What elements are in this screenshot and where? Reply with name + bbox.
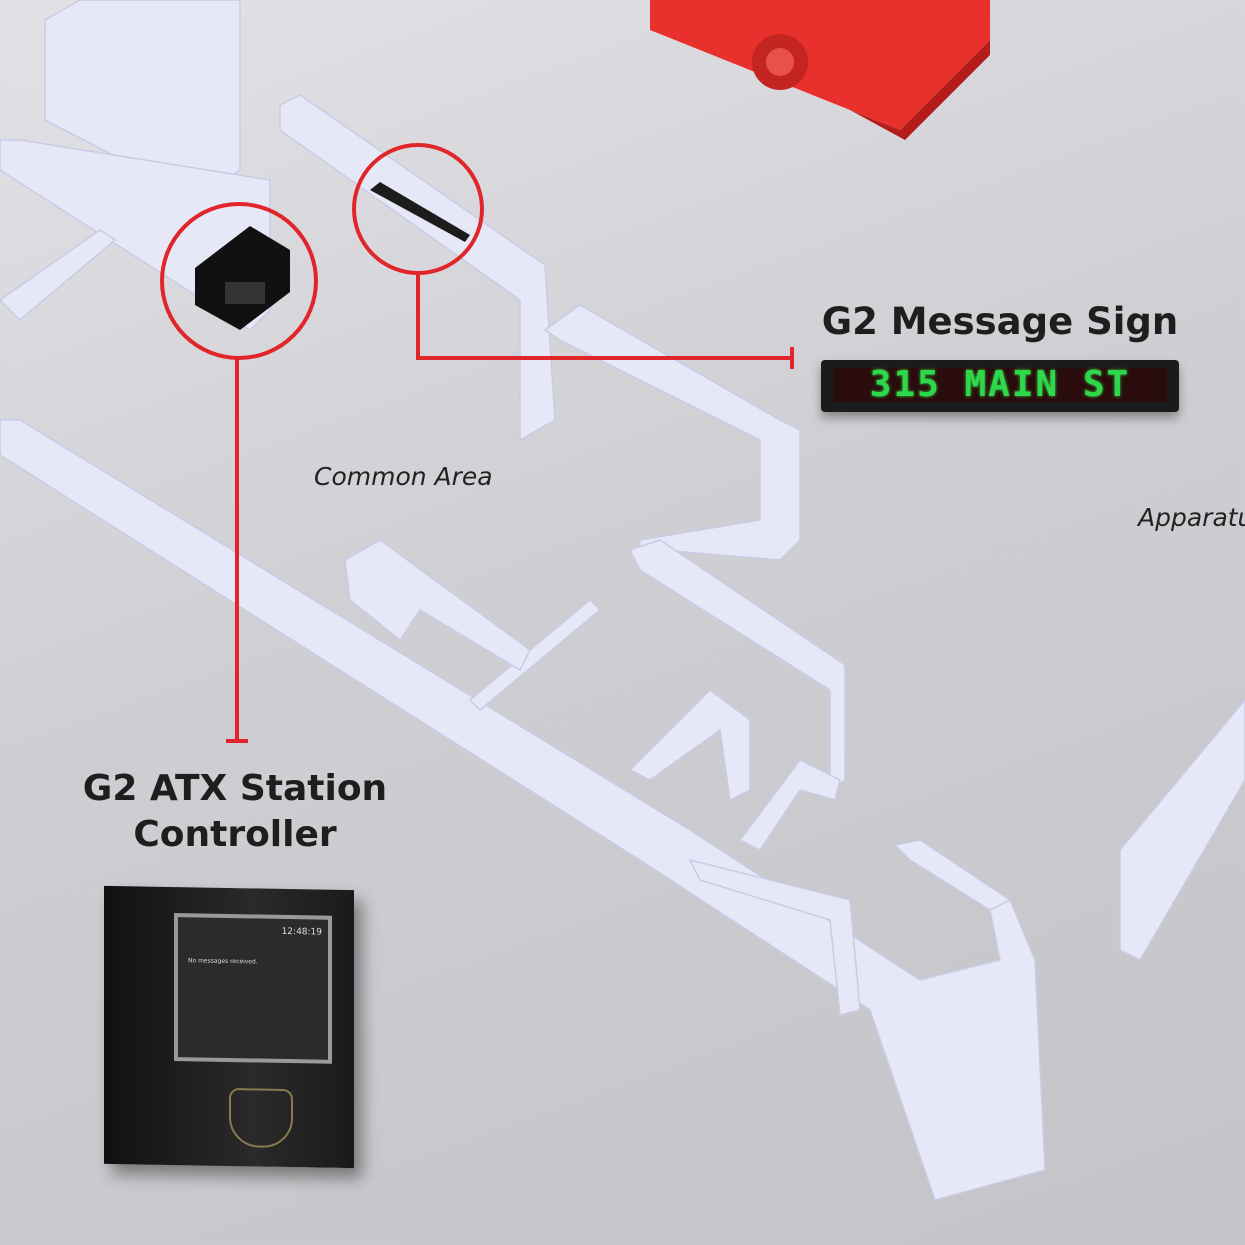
- label-line-1: G2 ATX Station: [82, 768, 388, 809]
- station-controller-label: G2 ATX Station Controller: [60, 766, 410, 858]
- phoenix-logo-icon: [229, 1088, 293, 1149]
- controller-message: No messages received.: [188, 957, 258, 966]
- station-controller-unit: 12:48:19 No messages received.: [104, 885, 354, 1169]
- room-label-common-area: Common Area: [314, 462, 493, 491]
- controller-touchscreen: 12:48:19 No messages received.: [174, 913, 332, 1064]
- walls: [0, 0, 1245, 1201]
- sign-in-scene: [370, 182, 470, 242]
- controller-time: 12:48:19: [281, 926, 322, 938]
- label-line-2: Controller: [133, 814, 337, 855]
- fire-truck: [650, 0, 990, 140]
- room-label-apparatus: Apparatu: [1138, 503, 1245, 532]
- callout-lines: [160, 143, 794, 743]
- message-sign: 315 MAIN ST: [821, 360, 1179, 412]
- message-sign-label: G2 Message Sign: [821, 300, 1179, 343]
- controller-in-scene: [195, 226, 290, 330]
- sign-display: 315 MAIN ST: [833, 367, 1167, 403]
